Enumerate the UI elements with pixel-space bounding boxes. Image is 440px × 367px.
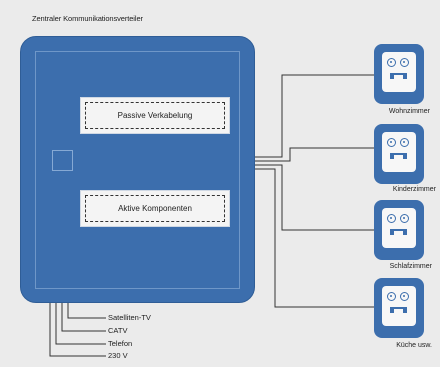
panel-border: [85, 102, 225, 129]
coax-jack-icon: [400, 292, 409, 301]
cabinet-handle: [52, 150, 73, 171]
cabinet-door: [35, 51, 240, 289]
wire-telefon: [55, 301, 106, 345]
outlet-wohnzimmer: [374, 44, 424, 104]
wire-schlafzimmer: [253, 164, 374, 231]
outlet-kueche: [374, 278, 424, 338]
coax-jack-icon: [400, 58, 409, 67]
network-jack-icon: [390, 73, 407, 79]
panel-label: Aktive Komponenten: [118, 204, 192, 213]
outlet-face: [382, 132, 416, 172]
panel-border: [85, 195, 225, 222]
outlet-schlafzimmer: [374, 200, 424, 260]
room-label-kueche: Küche usw.: [396, 342, 432, 349]
coax-jack-icon: [387, 58, 396, 67]
wire-230v: [49, 301, 106, 357]
feed-label-telefon: Telefon: [108, 339, 133, 348]
outlet-kinderzimmer: [374, 124, 424, 184]
panel-passive-cabling: Passive Verkabelung: [80, 97, 230, 134]
network-jack-icon: [390, 153, 407, 159]
wire-satelliten-tv: [67, 301, 106, 319]
wire-kinderzimmer: [253, 147, 374, 162]
feed-label-230v: 230 V: [108, 351, 128, 360]
outlet-face: [382, 52, 416, 92]
panel-active-components: Aktive Komponenten: [80, 190, 230, 227]
room-label-schlafzimmer: Schlafzimmer: [389, 263, 432, 270]
coax-jack-icon: [387, 138, 396, 147]
room-label-wohnzimmer: Wohnzimmer: [388, 108, 430, 115]
coax-jack-icon: [400, 214, 409, 223]
coax-jack-icon: [387, 292, 396, 301]
room-label-kinderzimmer: Kinderzimmer: [392, 186, 436, 193]
outlet-face: [382, 208, 416, 248]
coax-jack-icon: [400, 138, 409, 147]
wire-catv: [61, 301, 106, 332]
wire-wohnzimmer: [253, 74, 374, 158]
diagram-title: Zentraler Kommunikationsverteiler: [32, 14, 143, 23]
panel-label: Passive Verkabelung: [117, 111, 193, 120]
network-jack-icon: [390, 229, 407, 235]
outlet-face: [382, 286, 416, 326]
wire-kueche: [253, 168, 374, 308]
distribution-cabinet: Passive Verkabelung Aktive Komponenten: [20, 36, 255, 303]
feed-label-satelliten-tv: Satelliten-TV: [108, 313, 151, 322]
coax-jack-icon: [387, 214, 396, 223]
network-jack-icon: [390, 307, 407, 313]
feed-label-catv: CATV: [108, 326, 128, 335]
